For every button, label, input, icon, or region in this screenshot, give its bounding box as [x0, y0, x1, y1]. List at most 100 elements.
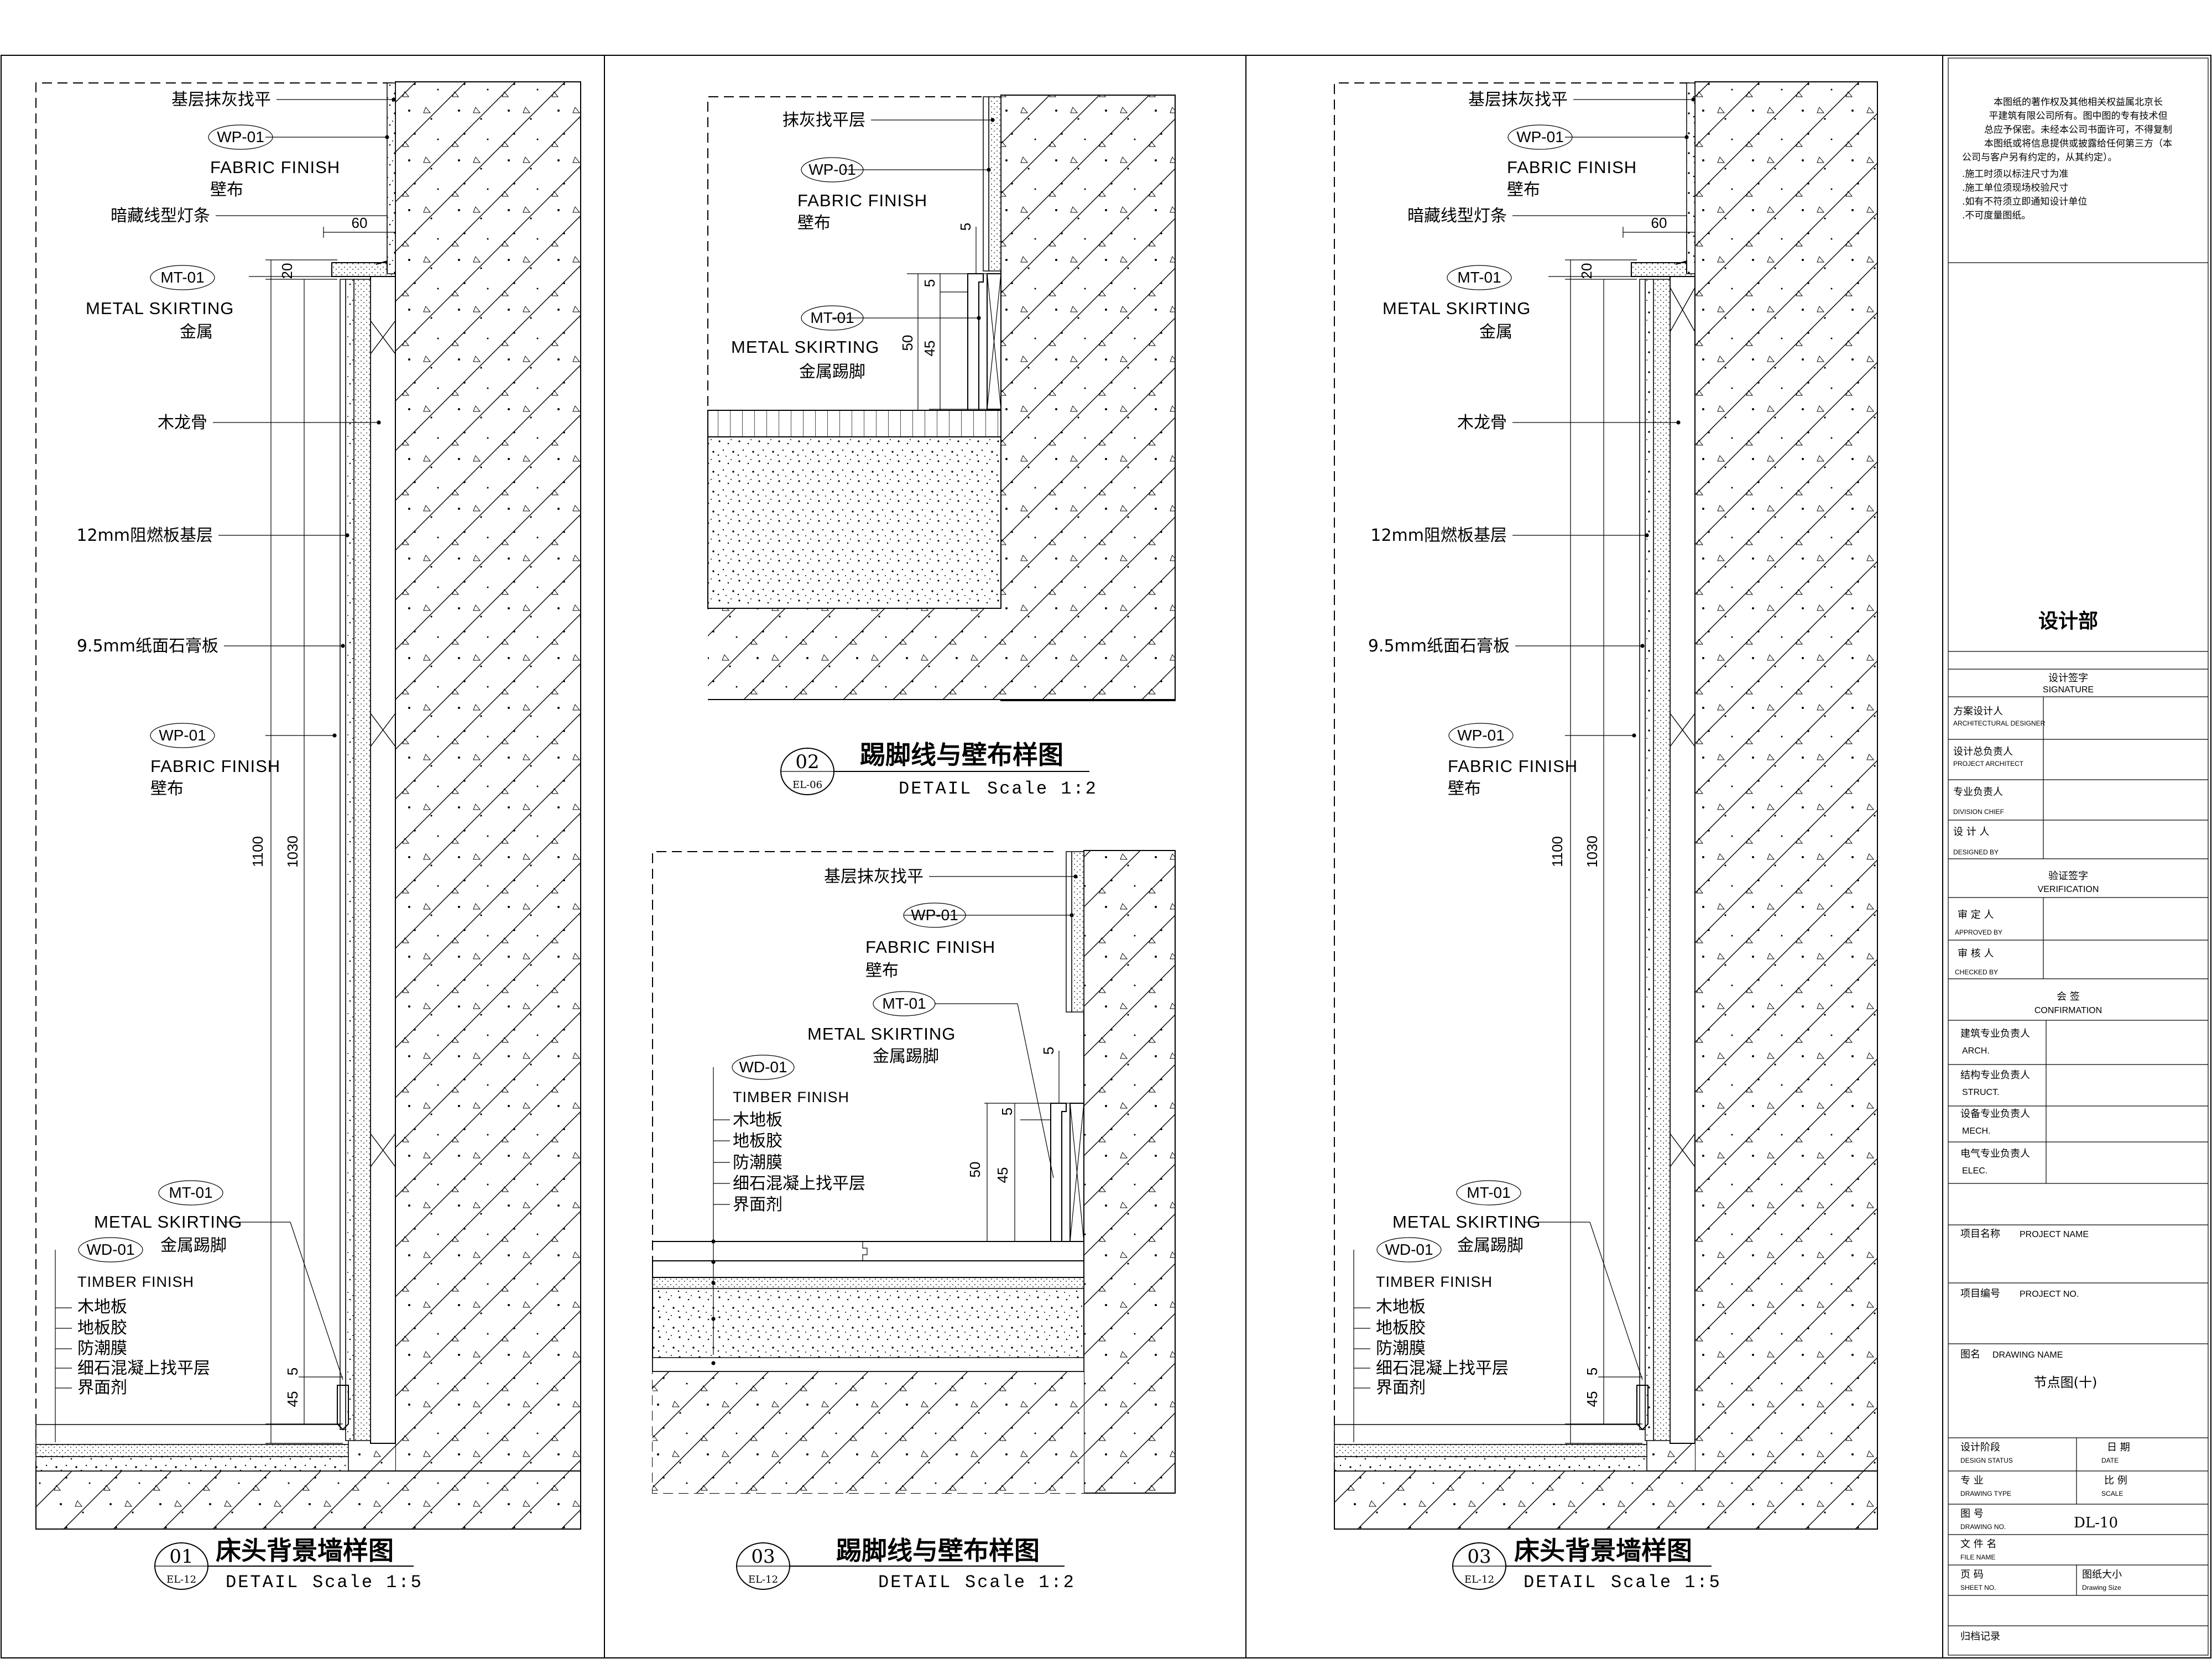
- tb-project-name-cn: 项目名称: [1960, 1228, 2000, 1240]
- d01-label-metal-en2: METAL SKIRTING: [94, 1212, 242, 1232]
- d01-label-gypsum: 9.5mm纸面石膏板: [77, 637, 218, 656]
- d03b-floor-5: 界面剂: [1376, 1378, 1426, 1397]
- d01-label-metal-en: METAL SKIRTING: [86, 299, 234, 318]
- d01-tag-mt2: MT-01: [169, 1184, 212, 1201]
- tb-ver-row-2-en: CHECKED BY: [1955, 968, 1998, 976]
- detail-01-section: [35, 81, 581, 1530]
- tb-no-en: DRAWING NO.: [1960, 1523, 2006, 1531]
- tb-sig-row-1-cn: 方案设计人: [1953, 706, 2003, 717]
- tb-project-no-cn: 项目编号: [1960, 1288, 2000, 1300]
- d03b-title-ref: EL-12: [1464, 1574, 1494, 1585]
- tb-sheet-cn: 页 码: [1960, 1569, 1984, 1580]
- tb-note-5: 公司与客户另有约定的，从其约定）。: [1962, 152, 2117, 163]
- d03a-tag-mt: MT-01: [882, 995, 926, 1012]
- d03a-label-timber-en: TIMBER FINISH: [733, 1089, 849, 1105]
- detail-03b-leaders: [1353, 97, 1695, 1444]
- d01-label-light-strip: 暗藏线型灯条: [111, 206, 210, 226]
- d01-dim-45: 45: [284, 1391, 301, 1407]
- d02-label-fabric-cn: 壁布: [797, 213, 831, 233]
- d03a-floor-5: 界面剂: [733, 1195, 782, 1214]
- d03b-title-name: 床头背景墙样图: [1514, 1536, 1692, 1566]
- d01-floor-4: 细石混凝上找平层: [77, 1359, 210, 1378]
- d03b-floor-1: 木地板: [1376, 1297, 1426, 1317]
- d03b-label-fabric-cn: 壁布: [1507, 180, 1540, 200]
- d01-label-fabric-en2: FABRIC FINISH: [150, 757, 280, 776]
- d01-floor-5: 界面剂: [77, 1378, 127, 1397]
- d03a-tag-wd: WD-01: [739, 1058, 787, 1076]
- d01-label-timber-en: TIMBER FINISH: [77, 1274, 194, 1290]
- tb-size-en: Drawing Size: [2082, 1584, 2121, 1592]
- detail-02-leaders: [832, 118, 995, 410]
- tb-drawing-name-en: DRAWING NAME: [1992, 1350, 2063, 1360]
- tb-verification-en: VERIFICATION: [2038, 885, 2099, 894]
- d03b-tag-wd: WD-01: [1385, 1241, 1433, 1258]
- d03b-tag-mt2: MT-01: [1467, 1184, 1510, 1201]
- detail-03a-tags: [732, 902, 966, 1080]
- d03a-dim-5b: 5: [999, 1108, 1015, 1115]
- d01-label-plaster: 基层抹灰找平: [171, 90, 271, 109]
- d03b-floor-3: 防潮膜: [1376, 1339, 1426, 1358]
- d02-title-scale: Scale 1:2: [987, 779, 1098, 799]
- tb-sheet-en: SHEET NO.: [1960, 1584, 1996, 1592]
- d01-label-fabric-en: FABRIC FINISH: [210, 158, 340, 177]
- d03b-dim-45: 45: [1584, 1391, 1600, 1407]
- detail-03a-leaders: [711, 874, 1078, 1365]
- d03a-floor-3: 防潮膜: [733, 1153, 782, 1172]
- d02-title-number: 02: [795, 751, 819, 773]
- d02-label-fabric-en: FABRIC FINISH: [797, 191, 927, 210]
- d03b-tag-mt: MT-01: [1457, 269, 1501, 286]
- tb-conf-row-4-cn: 电气专业负责人: [1960, 1148, 2030, 1160]
- tb-no-cn: 图 号: [1960, 1508, 1984, 1520]
- d03b-label-gypsum: 9.5mm纸面石膏板: [1368, 637, 1510, 656]
- tb-conf-row-2-en: STRUCT.: [1962, 1088, 2000, 1097]
- detail-03a-section: [652, 850, 1176, 1494]
- tb-file-en: FILE NAME: [1960, 1553, 1995, 1561]
- d01-dim-20: 20: [279, 263, 295, 279]
- d01-title-ref: EL-12: [166, 1574, 196, 1585]
- d01-title-detail: DETAIL: [226, 1572, 299, 1593]
- d03b-title-detail: DETAIL: [1524, 1572, 1597, 1593]
- d02-title-name: 踢脚线与壁布样图: [860, 740, 1063, 770]
- tb-sig-row-3-cn: 专业负责人: [1953, 786, 2003, 798]
- d03a-tag-wp: WP-01: [911, 906, 958, 924]
- d03a-floor-4: 细石混凝上找平层: [733, 1174, 865, 1193]
- d01-label-fabric-cn: 壁布: [210, 180, 243, 200]
- d03a-label-fabric-en: FABRIC FINISH: [865, 937, 995, 957]
- d02-dim-50: 50: [899, 335, 916, 351]
- tb-conf-row-1-en: ARCH.: [1962, 1046, 1990, 1056]
- d03b-title-number: 03: [1467, 1546, 1491, 1568]
- d03a-title-scale: Scale 1:2: [965, 1572, 1076, 1593]
- d01-dim-60: 60: [352, 215, 368, 231]
- tb-type-en: DRAWING TYPE: [1960, 1490, 2011, 1498]
- d01-floor-1: 木地板: [77, 1297, 127, 1317]
- tb-scale-en: SCALE: [2101, 1490, 2123, 1498]
- tb-type-cn: 专 业: [1960, 1475, 1984, 1486]
- d03a-title-detail: DETAIL: [878, 1572, 952, 1593]
- tb-note-6: .施工时须以标注尺寸为准: [1962, 169, 2068, 180]
- detail-03b-title-marker: [1452, 1542, 1712, 1590]
- d03b-floor-2: 地板胶: [1376, 1318, 1426, 1338]
- tb-note-9: .不可度量图纸。: [1962, 210, 2031, 221]
- tb-ver-row-1-en: APPROVED BY: [1955, 928, 2002, 936]
- tb-department: 设计部: [2038, 610, 2098, 633]
- sheet-border: [1, 55, 2211, 1658]
- tb-note-7: .施工单位须现场校验尺寸: [1962, 182, 2068, 194]
- d01-floor-2: 地板胶: [77, 1318, 127, 1338]
- d03b-dim-1100: 1100: [1549, 836, 1566, 867]
- d01-title-number: 01: [169, 1546, 193, 1568]
- tb-note-1: 本图纸的著作权及其他相关权益属北京长: [1994, 97, 2163, 108]
- tb-sig-row-2-cn: 设计总负责人: [1953, 746, 2013, 758]
- d03b-label-metal-cn: 金属: [1479, 322, 1512, 342]
- d03a-label-plaster: 基层抹灰找平: [824, 867, 924, 886]
- d02-label-plaster: 抹灰找平层: [782, 111, 865, 130]
- d03b-dim-1030: 1030: [1584, 836, 1600, 868]
- d01-label-metal-cn2: 金属踢脚: [160, 1236, 227, 1255]
- detail-02-section: [707, 95, 1176, 701]
- tb-conf-row-3-cn: 设备专业负责人: [1960, 1108, 2030, 1120]
- d01-tag-wd: WD-01: [86, 1241, 134, 1258]
- d01-title-scale: Scale 1:5: [312, 1572, 423, 1593]
- d03b-label-board: 12mm阻燃板基层: [1370, 526, 1507, 545]
- d01-dim-1100: 1100: [249, 836, 266, 867]
- d02-tag-wp: WP-01: [808, 161, 856, 178]
